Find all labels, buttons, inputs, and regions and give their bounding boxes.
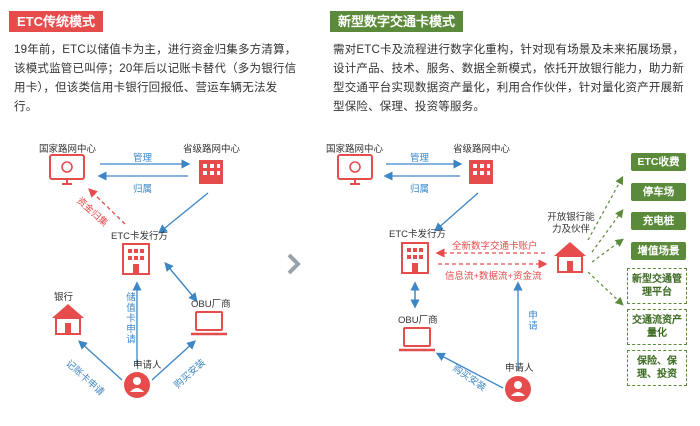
right-apply-label: 申请 — [526, 310, 537, 331]
issuer-label: ETC卡发行方 — [111, 231, 169, 242]
stored-card-apply-label: 储值卡申请 — [124, 292, 135, 345]
right-manage-label: 管理 — [410, 153, 430, 164]
open-bank-label: 开放银行能力及伙伴 — [547, 212, 595, 235]
national-center-label: 国家路网中心 — [39, 144, 97, 155]
provincial-to-issuer-arrow — [157, 192, 209, 234]
right-provincial-center-label: 省级路网中心 — [453, 144, 511, 155]
provincial-center-label: 省级路网中心 — [183, 144, 241, 155]
right-applicant-label: 申请人 — [505, 363, 534, 374]
right-purchase-install-arrow — [435, 352, 504, 389]
national-center-monitor-icon — [49, 154, 85, 185]
platform-asset-quantify: 交通流资产量化 — [627, 309, 687, 345]
flows-label: 信息流+数据流+资金流 — [445, 271, 542, 282]
scenario-value-added: 增值场景 — [631, 242, 686, 260]
transition-chevron-icon — [287, 253, 301, 275]
open-bank-house-icon — [554, 242, 586, 273]
fan-arrow-2 — [591, 209, 624, 253]
right-belong-label: 归属 — [410, 184, 430, 195]
right-provincial-to-issuer-arrow — [434, 192, 479, 232]
belong-label: 归属 — [133, 184, 153, 195]
right-national-center-label: 国家路网中心 — [326, 144, 384, 155]
right-section-title: 新型数字交通卡模式 — [330, 11, 464, 32]
fund-collection-arrow — [88, 188, 126, 225]
left-section-title: ETC传统模式 — [9, 11, 104, 32]
bank-house-icon — [52, 304, 84, 335]
right-provincial-center-building-icon — [469, 160, 493, 184]
right-issuer-label: ETC卡发行方 — [389, 229, 447, 240]
scenario-parking: 停车场 — [631, 183, 686, 201]
provincial-center-building-icon — [199, 160, 223, 184]
obu-laptop-icon — [191, 311, 227, 336]
fan-arrow-3 — [591, 238, 624, 263]
right-issuer-building-icon — [401, 242, 429, 274]
applicant-label: 申请人 — [133, 360, 162, 371]
bank-label: 银行 — [54, 292, 74, 303]
new-account-label: 全新数字交通卡账户 — [452, 241, 538, 252]
right-obu-vendor-label: OBU厂商 — [398, 315, 438, 326]
right-description: 需对ETC卡及流程进行数字化重构，针对现有场景及未来拓展场景，设计产品、技术、服… — [333, 44, 685, 113]
right-national-center-monitor-icon — [337, 154, 373, 185]
scenario-etc-toll: ETC收费 — [631, 153, 686, 171]
left-description: 19年前，ETC以储值卡为主，进行资金归集多方清算，该模式监管已叫停；20年后以… — [14, 44, 297, 113]
applicant-person-icon — [124, 372, 150, 398]
credit-card-apply-arrow — [78, 340, 123, 381]
issuer-building-icon — [122, 243, 150, 275]
right-obu-laptop-icon — [399, 327, 435, 352]
obu-vendor-label: OBU厂商 — [191, 299, 231, 310]
purchase-install-arrow — [151, 340, 196, 381]
platform-finance: 保险、保理、投资 — [627, 350, 687, 386]
manage-label: 管理 — [133, 153, 153, 164]
scenario-charging: 充电桩 — [631, 212, 686, 230]
right-applicant-person-icon — [505, 376, 531, 402]
fan-arrow-4 — [587, 271, 624, 306]
platform-new-traffic: 新型交通管理平台 — [627, 268, 687, 304]
